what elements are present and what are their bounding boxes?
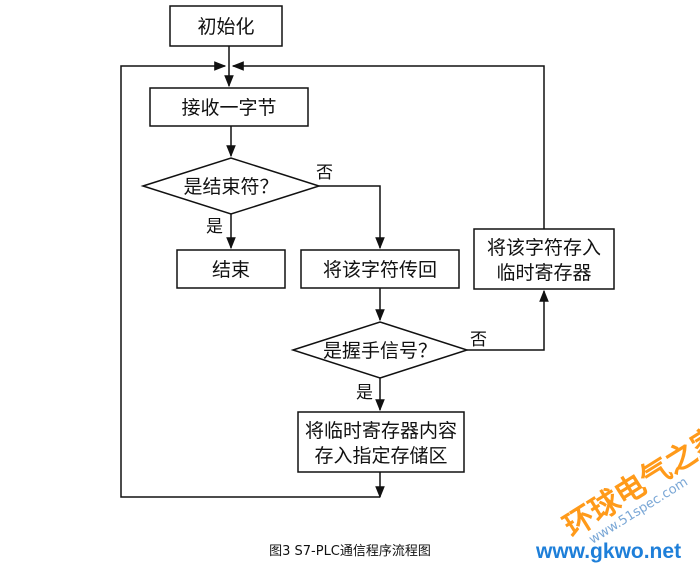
receive-box <box>149 87 309 127</box>
label-yes-1: 是 <box>206 217 223 237</box>
init-box <box>169 5 283 47</box>
is-end-label: 是结束符？ <box>183 176 278 198</box>
store-temp-label-2: 临时寄存器 <box>496 262 591 284</box>
end-label: 结束 <box>212 259 250 281</box>
figure-caption: 图3 S7-PLC通信程序流程图 <box>269 544 431 559</box>
edge-storetemp-loop <box>231 61 545 229</box>
watermark-logo: 环球电气之家 www.51spec.com <box>558 420 700 548</box>
edge-isend-echo <box>319 185 385 250</box>
store-final-box <box>297 411 465 473</box>
edge-handshake-storetemp <box>467 289 549 351</box>
echo-box <box>300 249 460 289</box>
store-temp-box <box>473 228 615 290</box>
init-label: 初始化 <box>197 16 254 38</box>
edge-main-loop <box>120 61 380 498</box>
receive-label: 接收一字节 <box>181 97 276 119</box>
watermark-url-2: www.gkwo.net <box>536 540 682 563</box>
end-box <box>176 249 286 289</box>
store-final-label-2: 存入指定存储区 <box>314 445 447 467</box>
store-temp-label-1: 将该字符存入 <box>487 237 601 259</box>
is-handshake-label: 是握手信号？ <box>323 340 437 362</box>
echo-label: 将该字符传回 <box>323 259 437 281</box>
label-yes-2: 是 <box>356 383 373 403</box>
label-no-2: 否 <box>470 330 487 350</box>
label-no-1: 否 <box>316 163 333 183</box>
store-final-label-1: 将临时寄存器内容 <box>305 420 457 442</box>
